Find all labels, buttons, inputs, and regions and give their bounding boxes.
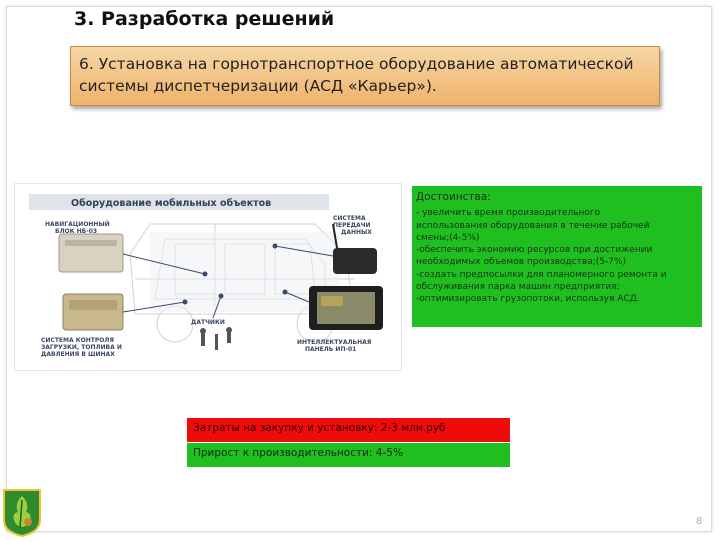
image-heading: Оборудование мобильных объектов	[71, 198, 271, 209]
oak-leaf-logo-icon	[0, 486, 44, 538]
nav-block-label-1: НАВИГАЦИОННЫЙ	[45, 220, 110, 228]
header-text: 6. Установка на горнотранспортное оборуд…	[79, 55, 634, 95]
page-number: 8	[696, 516, 703, 527]
panel-label-1: ИНТЕЛЛЕКТУАЛЬНАЯ	[297, 339, 372, 346]
panel-label-2: ПАНЕЛЬ ИП-01	[305, 346, 356, 353]
connector-lines	[122, 243, 334, 319]
data-system-label-1: СИСТЕМА	[333, 215, 366, 222]
data-system-device	[333, 248, 377, 274]
costs-bar: Затраты на закупку и установку: 2-3 млн.…	[187, 418, 510, 442]
header-box: 6. Установка на горнотранспортное оборуд…	[70, 46, 660, 106]
nav-block-top	[65, 240, 117, 246]
advantage-line: -создать предпосылки для планомерного ре…	[416, 269, 667, 280]
control-label-2: ЗАГРУЗКИ, ТОПЛИВА И	[41, 344, 122, 351]
productivity-bar: Прирост к производительности: 4-5%	[187, 443, 510, 467]
control-system-device	[62, 293, 124, 331]
advantage-line: смены;(4-5%)	[416, 232, 480, 243]
data-system-antenna	[332, 223, 338, 249]
slide-frame	[6, 6, 712, 532]
advantages-title: Достоинства:	[416, 191, 491, 203]
equipment-image: Оборудование мобильных объектов НАВИГАЦИ…	[14, 183, 402, 371]
heading-bar	[29, 194, 329, 210]
equipment-illustration: Оборудование мобильных объектов НАВИГАЦИ…	[29, 194, 383, 358]
control-label-3: ДАВЛЕНИЯ В ШИНАХ	[41, 351, 115, 358]
advantage-line: обслуживания парка машин предприятия;	[416, 282, 620, 293]
data-system-label-2: ПЕРЕДАЧИ	[333, 222, 370, 229]
slide-title: 3. Разработка решений	[74, 8, 335, 30]
advantage-line: -оптимизировать грузопотоки, используя А…	[416, 294, 640, 305]
advantage-line: - увеличить время производительного	[416, 208, 601, 219]
control-label-1: СИСТЕМА КОНТРОЛЯ	[41, 337, 114, 344]
advantage-line: использования оборудования в течение раб…	[416, 220, 650, 231]
nav-block-device	[58, 233, 124, 273]
control-system-top	[69, 300, 117, 310]
advantages-box: Достоинства: - увеличить время производи…	[412, 186, 702, 327]
sensors-group	[200, 327, 232, 350]
truck-body-shade	[150, 232, 340, 312]
advantage-line: -обеспечить экономию ресурсов при достиж…	[416, 245, 653, 256]
advantage-line: необходимых объемов производства;(5-7%)	[416, 257, 626, 268]
panel-screen-element	[321, 296, 343, 306]
sensors-label: ДАТЧИКИ	[191, 319, 225, 326]
data-system-label-3: ДАННЫХ	[341, 229, 372, 236]
nav-block-label-2: БЛОК НБ-03	[55, 228, 97, 235]
